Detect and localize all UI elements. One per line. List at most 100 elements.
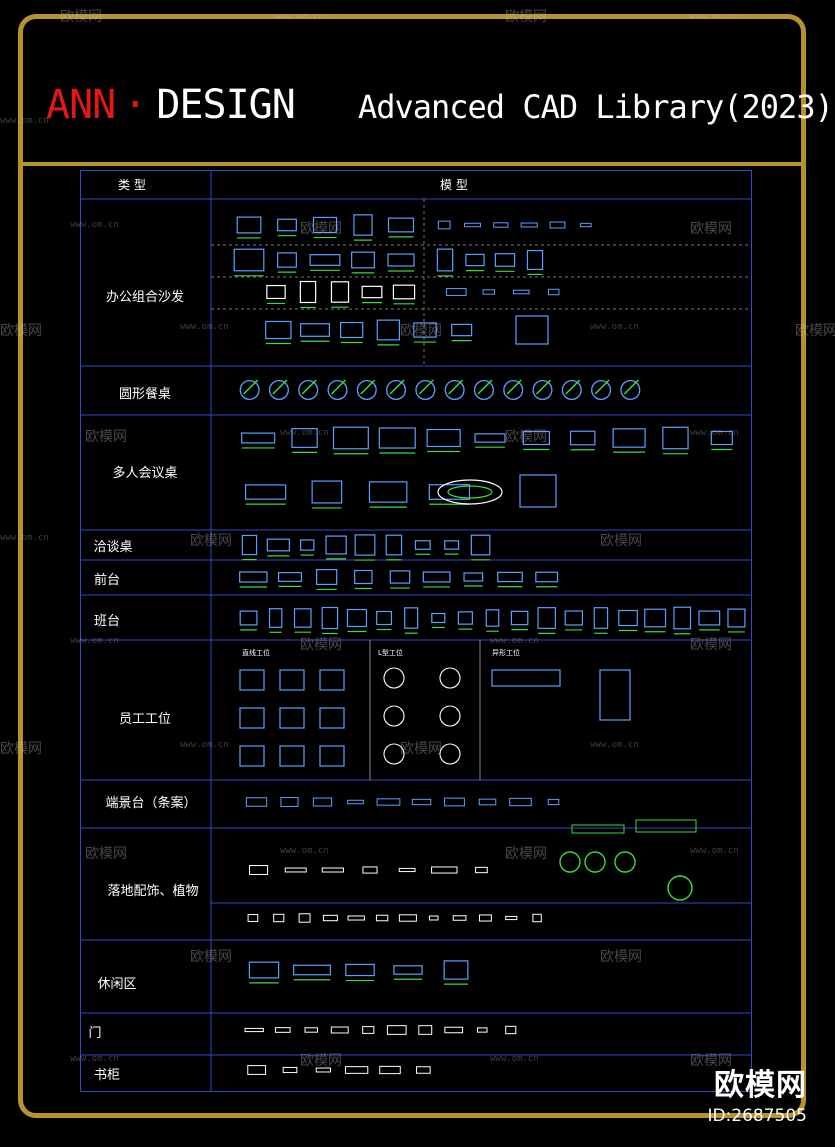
furniture-symbol: [444, 540, 460, 550]
furniture-symbol: [564, 610, 584, 626]
furniture-symbol: [618, 609, 638, 627]
small-symbol: [505, 915, 518, 921]
watermark: 欧模网: [300, 221, 342, 237]
dimension-mark: [594, 379, 610, 395]
furniture-symbol: [537, 607, 556, 629]
small-symbol: [520, 222, 538, 228]
furniture-symbol: [389, 570, 411, 584]
furniture-symbol: [404, 607, 419, 629]
watermark: 欧模网: [690, 637, 732, 653]
small-symbol: [398, 867, 416, 873]
dimension-mark: [243, 379, 259, 395]
row-label-decor-plants: 落地配饰、植物: [107, 884, 199, 899]
small-symbol: [532, 913, 542, 923]
furniture-symbol: [277, 572, 303, 582]
watermark: 欧模网: [690, 1053, 732, 1069]
header-type: 类 型: [118, 178, 146, 192]
oval-table-symbol: [437, 479, 503, 505]
small-symbol: [330, 1026, 349, 1034]
furniture-symbol: [474, 433, 506, 443]
small-symbol: [249, 865, 269, 875]
l-workstation-symbol: [383, 705, 405, 727]
furniture-symbol: [497, 571, 523, 583]
small-symbol: [482, 289, 496, 295]
furniture-symbol: [378, 427, 416, 449]
furniture-symbol: [299, 539, 315, 551]
dimension-mark: [506, 379, 522, 395]
cad-drawings: [233, 214, 746, 1075]
irregular-workstation-symbol: [491, 669, 561, 687]
sofa-set-symbol: [515, 315, 549, 345]
furniture-symbol: [662, 426, 689, 450]
furniture-symbol: [309, 254, 341, 266]
small-symbol: [321, 867, 344, 873]
round-table-symbol: [415, 379, 436, 401]
furniture-symbol: [277, 252, 297, 268]
furniture-symbol: [463, 572, 484, 582]
small-symbol: [362, 866, 378, 874]
furniture-symbol: [236, 216, 262, 234]
small-symbol: [379, 1065, 401, 1075]
small-symbol: [411, 798, 432, 806]
watermark: 欧模网: [300, 1053, 342, 1069]
watermark: 欧模网: [300, 637, 342, 653]
watermark: 欧模网: [505, 9, 547, 25]
furniture-symbol: [241, 432, 276, 444]
furniture-symbol: [451, 323, 473, 337]
dimension-mark: [330, 379, 347, 395]
small-symbol: [493, 222, 509, 228]
round-table-symbol: [239, 379, 260, 401]
furniture-symbol: [413, 322, 437, 338]
small-symbol: [245, 797, 268, 807]
small-symbol: [549, 221, 566, 229]
row-label-executive-desk: 班台: [93, 614, 120, 629]
furniture-symbol: [354, 534, 376, 556]
small-symbol: [315, 1067, 331, 1073]
furniture-symbol: [510, 610, 529, 626]
furniture-symbol: [354, 569, 373, 585]
dimension-mark: [477, 379, 493, 395]
l-workstation-symbol: [439, 705, 461, 727]
furniture-symbol: [293, 608, 312, 628]
small-symbol: [437, 220, 451, 230]
small-symbol: [415, 1066, 431, 1074]
watermark-url: www.om.cn: [275, 12, 324, 22]
small-symbol: [247, 914, 259, 922]
furniture-symbol: [239, 610, 258, 626]
furniture-symbol: [316, 568, 338, 586]
furniture-symbol: [233, 248, 265, 272]
furniture-symbol: [465, 253, 485, 267]
round-table-symbol: [473, 379, 494, 401]
watermark-url: www.om.cn: [590, 740, 639, 750]
round-table-symbol: [327, 379, 348, 401]
furniture-symbol: [387, 253, 415, 267]
watermark-url: www.om.cn: [690, 846, 739, 856]
furniture-symbol: [291, 428, 318, 448]
furniture-symbol: [443, 960, 469, 980]
small-symbol: [347, 915, 365, 921]
furniture-symbol: [470, 534, 491, 556]
row-label-console: 端景台（条案）: [105, 796, 197, 811]
furniture-symbol: [494, 253, 516, 267]
title-separator: [18, 162, 806, 166]
row-label-negotiation-table: 洽谈桌: [93, 540, 133, 555]
furniture-symbol: [299, 280, 317, 304]
header-model: 模 型: [440, 178, 468, 192]
watermark: 欧模网: [400, 741, 442, 757]
l-workstation-symbol: [383, 667, 405, 689]
watermark-url: www.om.cn: [70, 220, 119, 230]
small-symbol: [505, 1025, 517, 1035]
watermark: 欧模网: [85, 846, 127, 862]
l-workstation-symbol: [439, 743, 461, 765]
small-symbol: [475, 866, 488, 874]
row-label-office-sofa: 办公组合沙发: [105, 290, 184, 305]
watermark: 欧模网: [690, 221, 732, 237]
watermark: 欧模网: [600, 949, 642, 965]
small-symbol: [431, 866, 458, 874]
corner-brand: 欧模网 ID:2687505: [707, 1060, 807, 1126]
furniture-symbol: [248, 961, 280, 979]
watermark: 欧模网: [190, 949, 232, 965]
square-conference-symbol: [519, 474, 557, 508]
subtitle: Advanced CAD Library(2023): [357, 88, 834, 126]
small-symbol: [322, 914, 338, 922]
